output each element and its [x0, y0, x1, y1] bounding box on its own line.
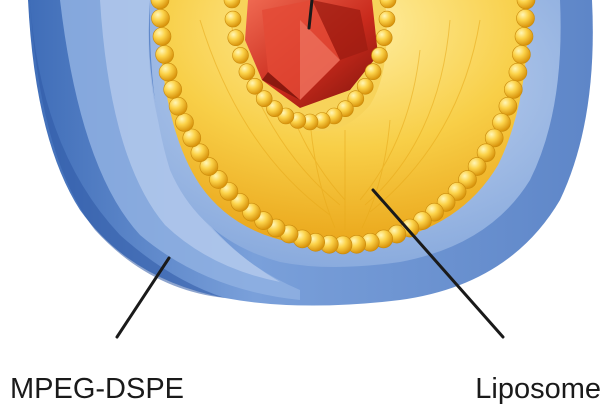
lipid-head-bead — [246, 78, 264, 95]
lipid-head-bead — [151, 8, 170, 28]
drug-core — [245, 0, 378, 108]
lipid-head-bead — [158, 62, 178, 82]
top-leader-line — [307, 0, 314, 30]
lipid-head-bead — [378, 10, 396, 28]
lipid-head-bead — [209, 170, 228, 189]
lipid-head-bead — [223, 0, 241, 9]
lipid-head-bead — [356, 78, 374, 95]
lipid-head-bead — [467, 157, 487, 176]
lipid-head-bead — [503, 80, 523, 99]
mpeg-dspe-leader-line — [115, 256, 171, 339]
lipid-head-bead — [227, 29, 245, 47]
lipid-head-bead — [492, 113, 511, 132]
lipid-head-bead — [516, 8, 535, 28]
lipid-head-bead — [219, 182, 239, 201]
lipid-head-bead — [514, 27, 534, 46]
lipid-head-bead — [224, 10, 242, 28]
mpeg-dspe-label: MPEG-DSPE — [10, 373, 185, 405]
lipid-head-bead — [484, 128, 504, 148]
lipid-head-bead — [371, 47, 388, 64]
liposome-leader-line — [371, 188, 505, 339]
lipid-head-bead — [458, 170, 477, 189]
lipid-head-bead — [512, 45, 531, 64]
lipid-head-bead — [516, 0, 536, 10]
liposome-label: Liposome — [475, 373, 601, 405]
lipid-head-groups — [150, 0, 536, 255]
lipid-head-bead — [152, 27, 172, 46]
lipid-head-bead — [347, 90, 365, 107]
lipid-head-bead — [375, 29, 393, 47]
lipid-head-bead — [163, 80, 182, 99]
lipid-head-bead — [379, 0, 397, 9]
lipid-head-bead — [266, 100, 283, 117]
lipid-head-bead — [190, 143, 210, 163]
lipid-head-bead — [364, 63, 382, 80]
lipid-head-bead — [199, 157, 219, 176]
lipid-head-bead — [255, 90, 273, 107]
lipid-head-bead — [182, 128, 202, 148]
lipid-head-bead — [232, 47, 249, 64]
lipid-head-bead — [238, 63, 256, 80]
lipid-head-bead — [155, 45, 174, 64]
lipid-head-bead — [150, 0, 170, 10]
lipid-head-bead — [498, 97, 518, 116]
lipid-head-bead — [175, 113, 194, 132]
lipid-head-bead — [476, 143, 496, 163]
lipid-head-bead — [508, 62, 528, 82]
lipid-head-bead — [168, 97, 188, 116]
